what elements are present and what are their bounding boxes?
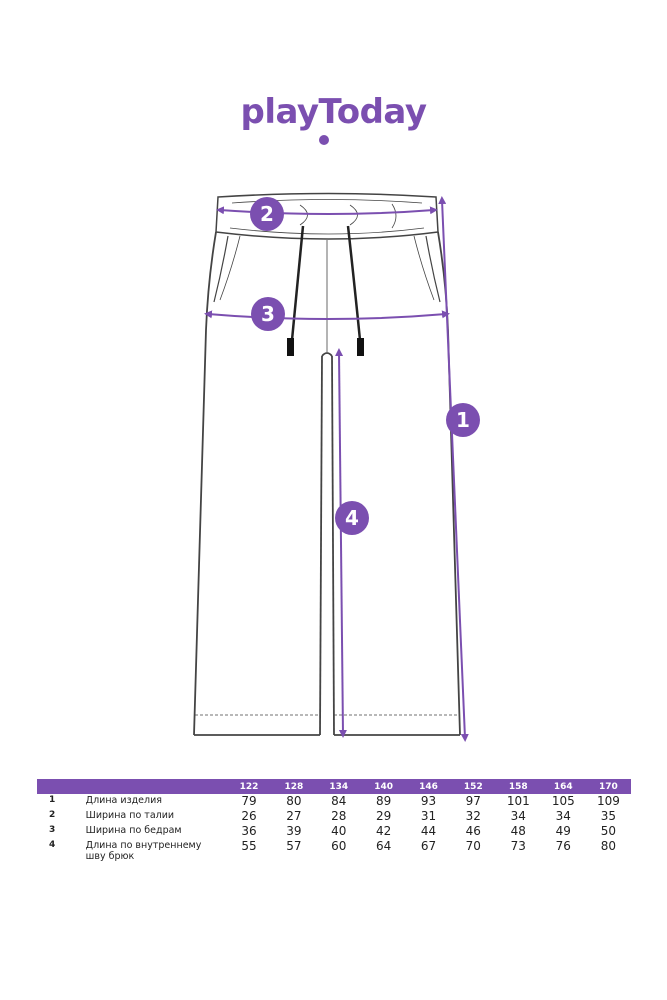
measurement-value: 35: [600, 809, 617, 823]
measure-waist-line: [216, 206, 438, 215]
measurement-value: 89: [375, 794, 392, 808]
measurement-value: 46: [465, 824, 481, 838]
measurement-value: 44: [420, 824, 437, 838]
table-row: 3 Ширина по бедрам 36 39 40 42 44 46 48 49 50: [37, 824, 631, 839]
measurement-value: 29: [375, 809, 392, 823]
measurement-value: 39: [286, 824, 302, 838]
measurement-value: 34: [555, 809, 571, 823]
callout-2-label: 2: [260, 202, 274, 226]
brand-logo: playToday: [240, 92, 428, 132]
measurement-value: 79: [241, 794, 257, 808]
logo-dot: [319, 135, 329, 145]
measurement-value: 50: [600, 824, 617, 838]
measurement-value: 76: [555, 839, 571, 853]
measurement-value: 93: [420, 794, 437, 808]
measurement-value: 64: [375, 839, 392, 853]
measure-inseam-line: [335, 348, 347, 738]
callout-3-label: 3: [261, 302, 275, 326]
size-header-128: 128: [271, 779, 317, 794]
size-header-158: 158: [495, 779, 541, 794]
measurement-value: 80: [286, 794, 302, 808]
measurement-value: 101: [506, 794, 530, 808]
row-number: 1: [49, 795, 56, 805]
callout-2: 2: [250, 197, 284, 231]
measurement-value: 42: [375, 824, 392, 838]
header-blank: [37, 779, 86, 794]
measurement-value: 70: [465, 839, 481, 853]
callout-4: 4: [335, 501, 369, 535]
size-header-152: 152: [450, 779, 496, 794]
callout-1-label: 1: [456, 408, 470, 432]
size-header-140: 140: [361, 779, 407, 794]
measurement-value: 36: [241, 824, 257, 838]
row-number: 2: [49, 810, 56, 820]
pants-outline: [193, 231, 461, 736]
size-header-170: 170: [585, 779, 631, 794]
measure-length-line: [438, 196, 469, 742]
pants-sketch: 2 3 1 4: [193, 192, 480, 742]
measurement-value: 67: [420, 839, 437, 853]
measurement-value: 97: [465, 794, 481, 808]
row-number: 3: [49, 825, 56, 835]
measurement-value: 34: [510, 809, 526, 823]
measurement-name: Ширина по талии: [85, 810, 175, 821]
measurement-value: 31: [420, 809, 437, 823]
measurement-value: 84: [331, 794, 347, 808]
measurement-name: Длина по внутреннему шву брюк: [85, 840, 202, 862]
measurement-name: Длина изделия: [85, 795, 162, 806]
table-row: 4 Длина по внутреннему шву брюк 55 57 60 64 67…: [37, 839, 631, 863]
size-header-164: 164: [540, 779, 586, 794]
measurement-value: 40: [331, 824, 347, 838]
measurement-value: 26: [241, 809, 257, 823]
measurement-value: 60: [331, 839, 347, 853]
header-blank-name: [85, 779, 227, 794]
measurement-value: 49: [555, 824, 571, 838]
measurement-value: 57: [286, 839, 302, 853]
measurement-value: 32: [465, 809, 481, 823]
drawstrings: [287, 225, 364, 356]
callout-4-label: 4: [345, 506, 359, 530]
measurement-value: 55: [241, 839, 257, 853]
measurement-value: 73: [510, 839, 526, 853]
table-row: 2 Ширина по талии 26 27 28 29 31 32 34 34 35: [37, 809, 631, 824]
table-row: 1 Длина изделия 79 80 84 89 93 97 101 105 109: [37, 794, 631, 809]
size-header-122: 122: [226, 779, 272, 794]
measurement-value: 105: [551, 794, 575, 808]
measurement-value: 48: [510, 824, 526, 838]
measurement-value: 109: [596, 794, 620, 808]
size-header-146: 146: [406, 779, 451, 794]
row-number: 4: [49, 840, 56, 850]
measurement-lines: [204, 196, 469, 742]
measurement-value: 80: [600, 839, 617, 853]
measurement-name: Ширина по бедрам: [85, 825, 182, 836]
size-header-134: 134: [316, 779, 362, 794]
measure-hips-line: [204, 310, 450, 320]
callout-1: 1: [446, 403, 480, 437]
waistband: [215, 192, 439, 240]
callout-3: 3: [251, 297, 285, 331]
measurement-value: 28: [331, 809, 347, 823]
measurement-value: 27: [286, 809, 302, 823]
